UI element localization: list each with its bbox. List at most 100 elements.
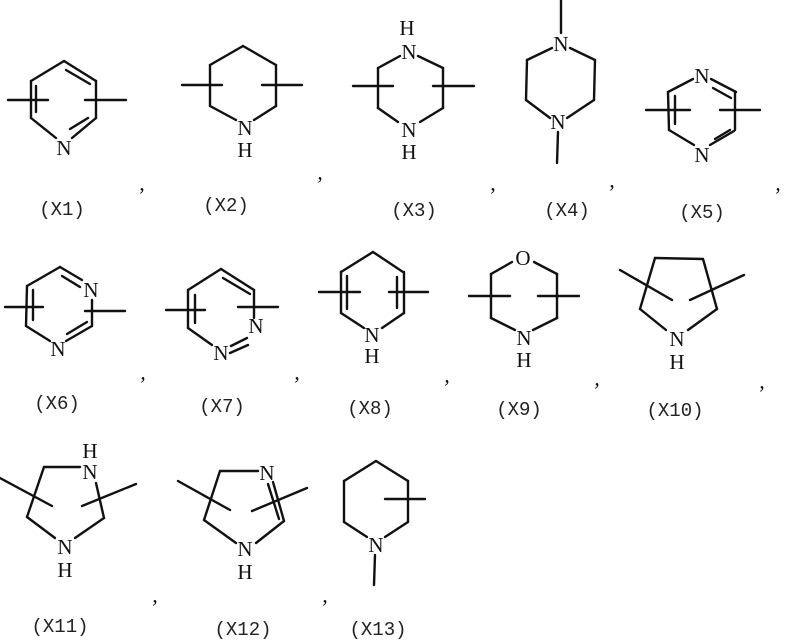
separator-comma: , [322,583,328,608]
atom-label-n: N [364,323,379,347]
bond-line [374,459,410,483]
bond-line [186,326,214,347]
atom-label-h: H [516,348,531,372]
bond-line [58,265,84,282]
atom-label-n: N [401,40,416,64]
separator-comma: , [759,369,765,394]
atom-label-h: H [237,560,252,584]
bond-line [418,106,445,124]
structure-label: (X6) [34,393,80,415]
bond-line [29,59,66,83]
atom-label-n: N [550,110,565,134]
separator-comma: , [317,160,323,185]
atom-label-n: N [694,64,709,88]
bond-line [667,128,696,147]
structure-x13: N (X13) [342,459,427,641]
bond-line [383,520,410,539]
structure-x8: NH (X8), [317,250,450,420]
bond-line [339,311,366,330]
bond-line [686,307,719,332]
bond-line [254,519,286,545]
structure-x1: N (X1), [6,59,145,221]
atom-label-n: N [83,278,98,302]
bond-line [64,324,94,343]
bond-line [555,130,560,165]
bond-line [525,46,554,62]
bond-line [0,476,54,508]
atom-label-n: N [213,341,228,365]
structure-label: (X13) [349,619,406,641]
bond-line [25,265,62,288]
separator-comma: , [294,360,300,385]
structure-label: (X2) [203,195,249,217]
bond-line [524,58,529,102]
separator-comma: , [444,363,450,388]
atom-label-h: H [82,439,97,463]
structure-x6: NN(X6), [3,265,146,415]
bond-line [70,116,98,140]
atom-label-n: N [669,327,684,351]
bond-line [653,256,705,261]
structure-label: (X12) [214,619,271,641]
bond-line [489,316,517,332]
bond-line [376,54,402,70]
atom-label-o: O [515,246,530,270]
separator-comma: , [594,366,600,391]
bond-line [80,482,138,508]
bond-line [638,307,668,332]
atom-label-n: N [56,136,71,160]
structure-label: (X5) [679,202,725,224]
bond-line [252,104,278,122]
atom-label-h: H [57,558,72,582]
atom-label-h: H [669,350,684,374]
atom-label-h: H [401,140,416,164]
bond-line [202,469,222,522]
bond-line [229,336,249,348]
atom-label-n: N [57,535,72,559]
structure-label: (X4) [544,200,590,222]
bond-line [380,311,406,330]
bond-line [241,44,278,67]
structure-label: (X7) [199,396,245,418]
bond-line [228,343,250,355]
bond-line [25,465,46,519]
bond-line [65,320,89,336]
bond-line [68,116,90,131]
bond-line [416,54,445,70]
bond-line [666,77,695,94]
bond-line [713,128,732,141]
separator-comma: , [490,171,496,196]
bond-line [371,250,405,274]
structure-x9: O NH (X9), [467,246,600,421]
bond-line [64,68,92,86]
structure-label: (X9) [496,399,542,421]
structure-x12: NNH(X12), [176,461,328,641]
bond-line [60,274,82,289]
bond-line [221,276,252,296]
bond-line [372,553,377,587]
bond-line [708,129,736,147]
structure-label: (X1) [39,199,85,221]
atom-label-h: H [364,344,379,368]
structure-x4: NN(X4), [524,0,615,222]
separator-comma: , [139,171,145,196]
atom-label-n: N [401,118,416,142]
bond-line [219,267,256,292]
bond-line [711,86,733,100]
bond-line [532,260,559,276]
bond-line [618,268,674,302]
structure-label: (X8) [347,398,393,420]
structure-x2: NH(X2), [180,44,323,217]
bond-line [339,250,375,274]
bond-line [701,257,719,311]
bond-line [202,518,238,545]
atom-label-n: N [368,533,383,557]
atom-label-h: H [399,16,414,40]
atom-label-n: N [516,326,531,350]
atom-label-n: N [82,460,97,484]
bond-line [709,77,738,94]
atom-label-n: N [248,314,263,338]
